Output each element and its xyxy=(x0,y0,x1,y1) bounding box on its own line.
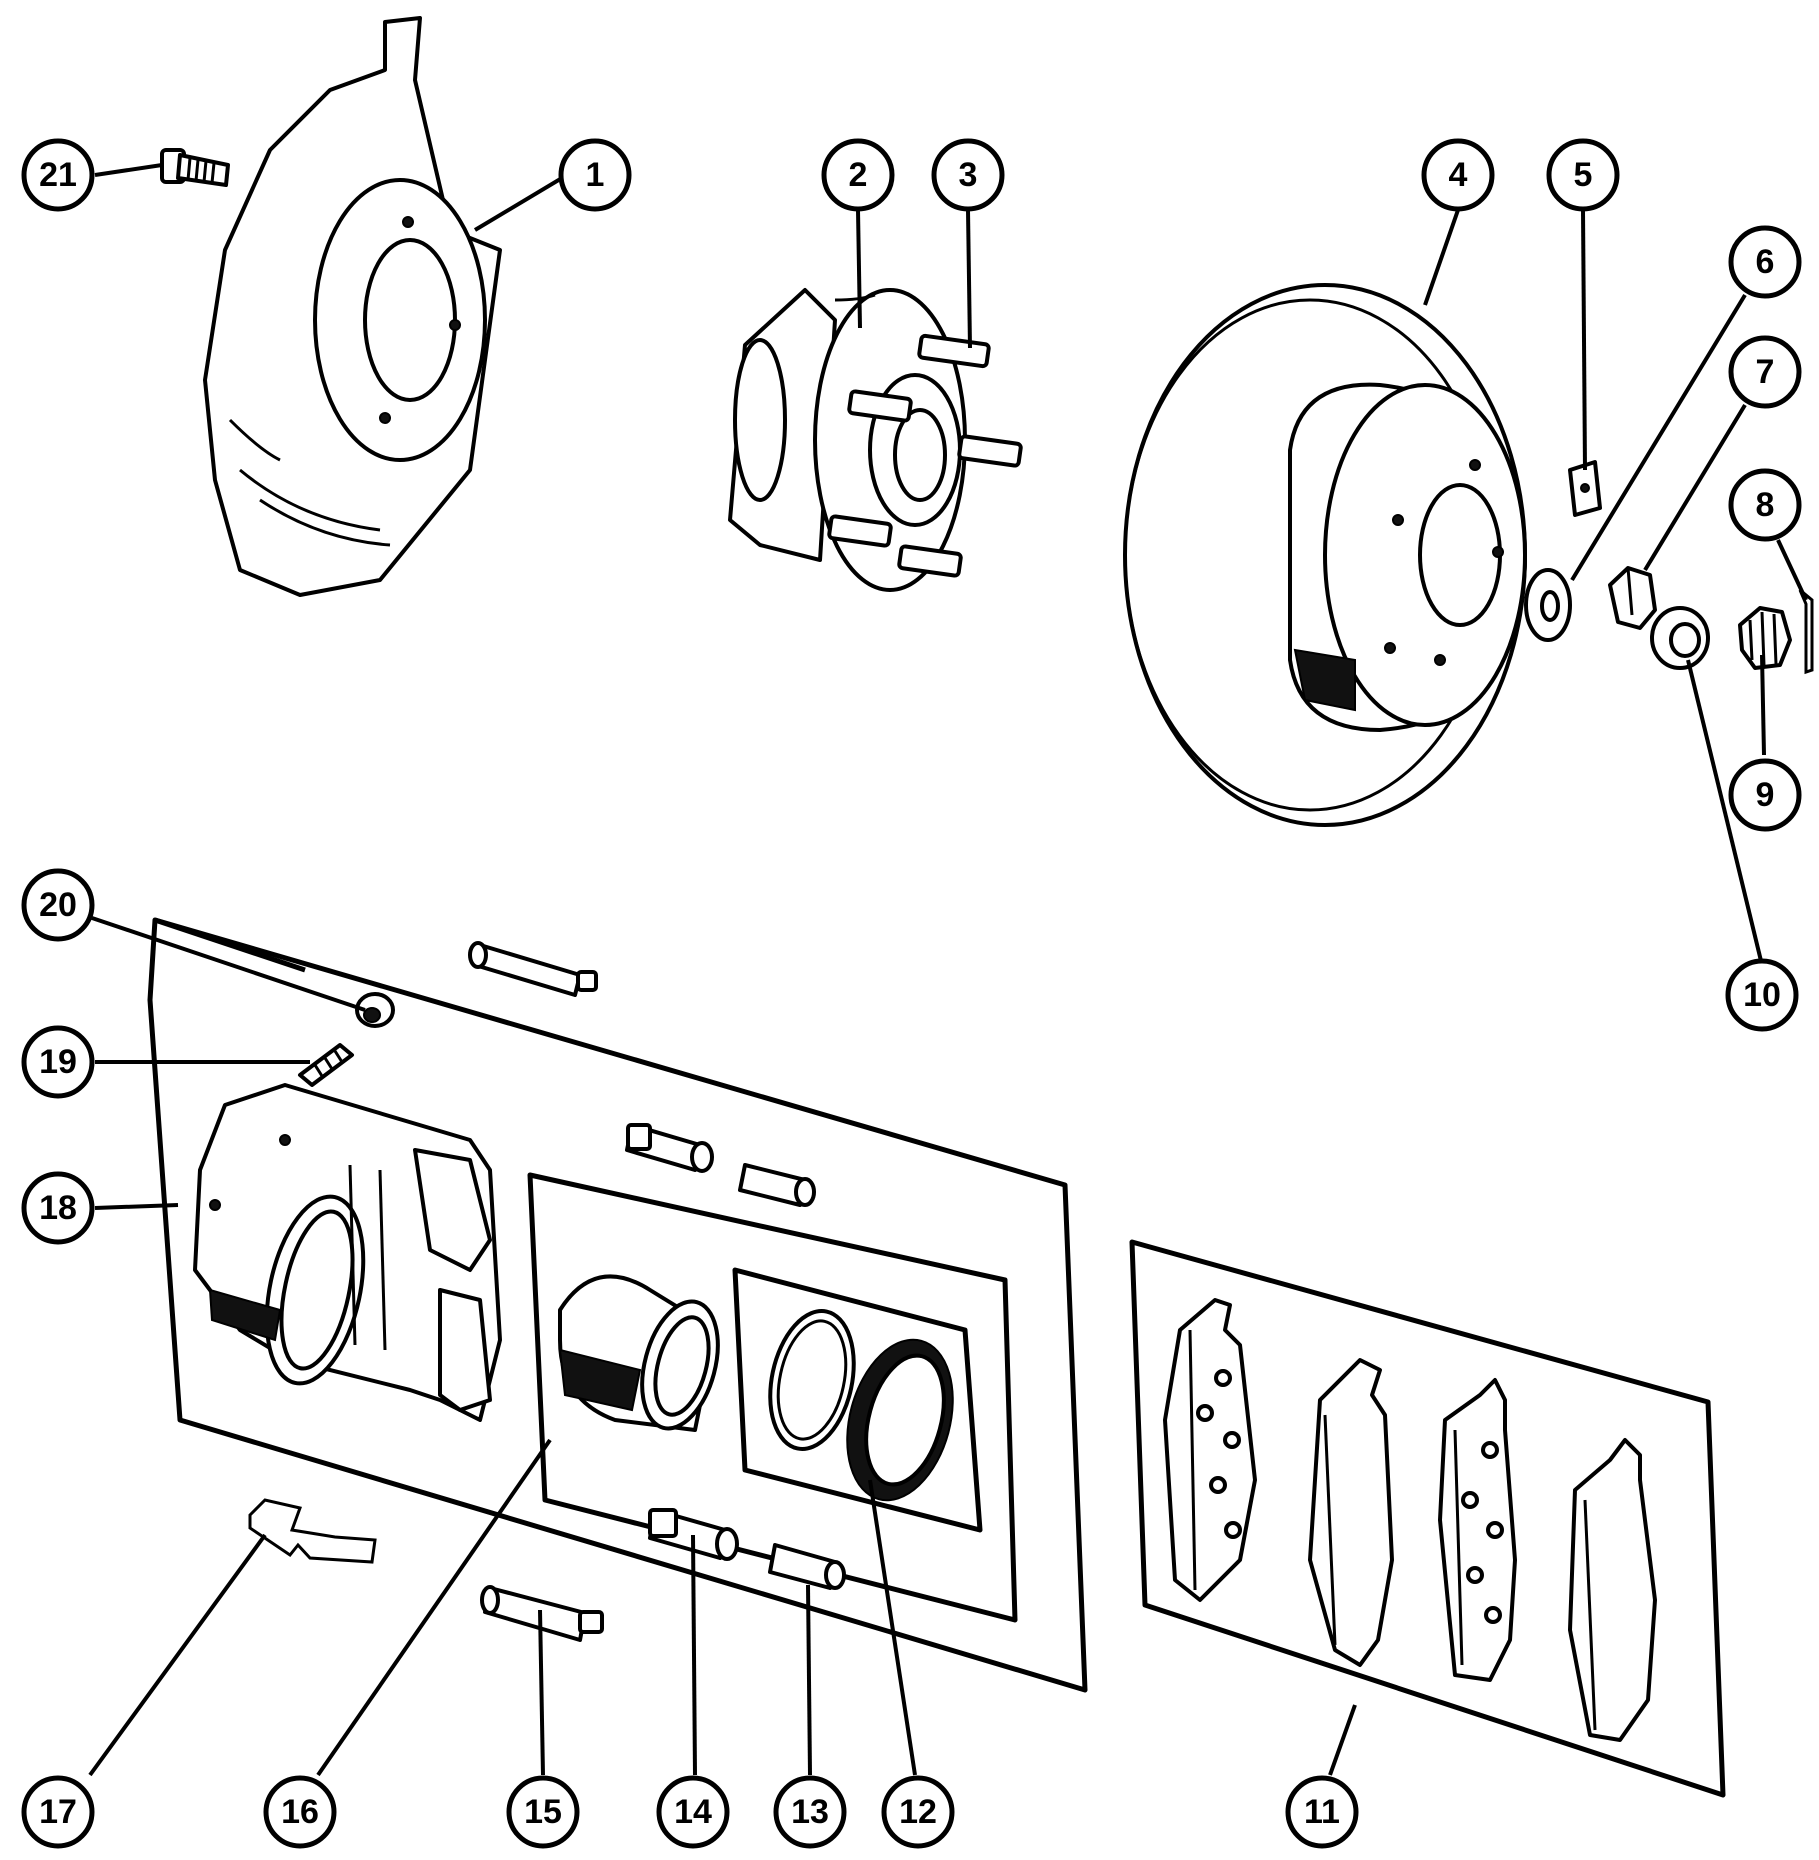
callout-14-label: 14 xyxy=(674,1793,712,1831)
callout-7: 7 xyxy=(1728,335,1802,409)
callout-8: 8 xyxy=(1728,468,1802,542)
callout-7-label: 7 xyxy=(1756,353,1775,391)
callout-4-label: 4 xyxy=(1449,156,1468,194)
callout-2: 2 xyxy=(821,138,895,212)
wheel-studs xyxy=(827,333,1023,578)
callout-6-label: 6 xyxy=(1756,243,1775,281)
callout-3: 3 xyxy=(931,138,1005,212)
callout-17-label: 17 xyxy=(39,1793,77,1831)
guide-pin-upper xyxy=(468,941,598,997)
callout-4: 4 xyxy=(1421,138,1495,212)
callout-11: 11 xyxy=(1285,1775,1359,1849)
washer xyxy=(1524,568,1572,642)
callout-19: 19 xyxy=(21,1025,95,1099)
brake-rotor xyxy=(1123,283,1527,827)
callout-16-label: 16 xyxy=(281,1793,319,1831)
callout-20: 20 xyxy=(21,868,95,942)
callout-13: 13 xyxy=(773,1775,847,1849)
callout-9-label: 9 xyxy=(1756,776,1775,814)
piston-seals xyxy=(768,1309,954,1502)
callout-5: 5 xyxy=(1546,138,1620,212)
anti-rattle-spring xyxy=(248,1498,377,1564)
callout-6: 6 xyxy=(1728,225,1802,299)
lower-pin-bushings xyxy=(648,1508,846,1590)
caliper-piston xyxy=(558,1274,720,1432)
caliper-body xyxy=(193,1083,502,1422)
callout-12: 12 xyxy=(881,1775,955,1849)
hex-nut xyxy=(1608,566,1657,630)
callout-15: 15 xyxy=(506,1775,580,1849)
upper-pin-bushings xyxy=(625,1123,816,1207)
callout-12-label: 12 xyxy=(899,1793,937,1831)
callout-9: 9 xyxy=(1728,758,1802,832)
circlip xyxy=(1650,606,1710,670)
leader-lines xyxy=(88,163,1808,1777)
callout-10: 10 xyxy=(1725,958,1799,1032)
callout-18: 18 xyxy=(21,1171,95,1245)
shield-bolt xyxy=(160,148,230,187)
callout-5-label: 5 xyxy=(1574,156,1593,194)
callout-21-label: 21 xyxy=(39,156,77,194)
callout-17: 17 xyxy=(21,1775,95,1849)
callout-14: 14 xyxy=(656,1775,730,1849)
guide-pin-lower xyxy=(480,1585,604,1642)
callout-15-label: 15 xyxy=(524,1793,562,1831)
callout-21: 21 xyxy=(21,138,95,212)
bleeder-screw xyxy=(298,1043,354,1087)
callout-3-label: 3 xyxy=(959,156,978,194)
callout-13-label: 13 xyxy=(791,1793,829,1831)
callout-8-label: 8 xyxy=(1756,486,1775,524)
callout-16: 16 xyxy=(263,1775,337,1849)
callout-10-label: 10 xyxy=(1743,976,1781,1014)
piston-kit-frame xyxy=(527,1172,1018,1623)
callout-1-label: 1 xyxy=(586,156,605,194)
callout-1: 1 xyxy=(558,138,632,212)
cotter-pin xyxy=(1798,588,1814,675)
callout-19-label: 19 xyxy=(39,1043,77,1081)
castle-nut xyxy=(1738,606,1792,670)
brake-pad-frame xyxy=(1129,1239,1726,1798)
bleeder-cap xyxy=(355,992,395,1028)
callout-11-label: 11 xyxy=(1304,1793,1340,1831)
callout-20-label: 20 xyxy=(39,886,77,924)
callout-2-label: 2 xyxy=(849,156,868,194)
caliper-kit-frame xyxy=(147,917,1088,1693)
splash-shield xyxy=(203,16,502,597)
callout-18-label: 18 xyxy=(39,1189,77,1227)
seal-kit-frame xyxy=(732,1267,983,1533)
brake-pads xyxy=(1163,1298,1657,1742)
